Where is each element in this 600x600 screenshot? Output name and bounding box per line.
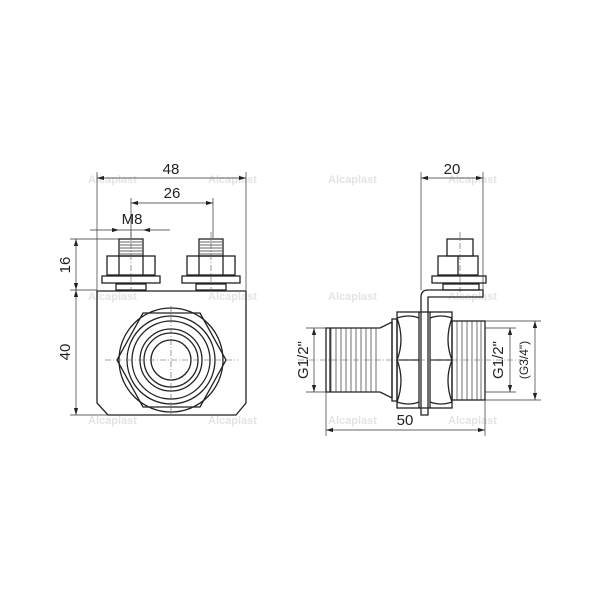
watermark: Alcaplast — [448, 415, 497, 427]
mounting-bracket — [420, 289, 484, 416]
watermark: Alcaplast — [88, 291, 137, 303]
front-view: 48 26 M8 16 40 — [57, 161, 247, 416]
dim-outlet-thread: G1/2" — [490, 341, 507, 379]
fitting-body — [298, 311, 522, 409]
watermarks: Alcaplast Alcaplast Alcaplast Alcaplast … — [88, 174, 497, 427]
watermark: Alcaplast — [208, 174, 257, 186]
dim-20: 20 — [444, 161, 461, 178]
dim-m8: M8 — [122, 211, 143, 228]
side-view: 20 G1/2" G1/2" (G3/4") 50 — [295, 161, 541, 436]
watermark: Alcaplast — [328, 415, 377, 427]
watermark: Alcaplast — [88, 174, 137, 186]
dim-50: 50 — [397, 412, 414, 429]
bolt-left — [101, 232, 161, 292]
mounting-plate — [96, 290, 247, 416]
dim-48: 48 — [163, 161, 180, 178]
dim-outlet-thread-alt: (G3/4") — [517, 341, 531, 379]
watermark: Alcaplast — [88, 415, 137, 427]
watermark: Alcaplast — [328, 291, 377, 303]
dim-26: 26 — [164, 185, 181, 202]
side-dimensions: 20 G1/2" G1/2" (G3/4") 50 — [295, 161, 541, 436]
dim-40: 40 — [57, 344, 74, 361]
side-bolt — [431, 232, 487, 292]
watermark: Alcaplast — [208, 291, 257, 303]
front-dimensions: 48 26 M8 16 40 — [57, 161, 247, 416]
bolt-right — [181, 232, 241, 292]
dim-inlet-thread: G1/2" — [295, 341, 312, 379]
watermark: Alcaplast — [328, 174, 377, 186]
dim-16: 16 — [57, 257, 74, 274]
watermark: Alcaplast — [208, 415, 257, 427]
